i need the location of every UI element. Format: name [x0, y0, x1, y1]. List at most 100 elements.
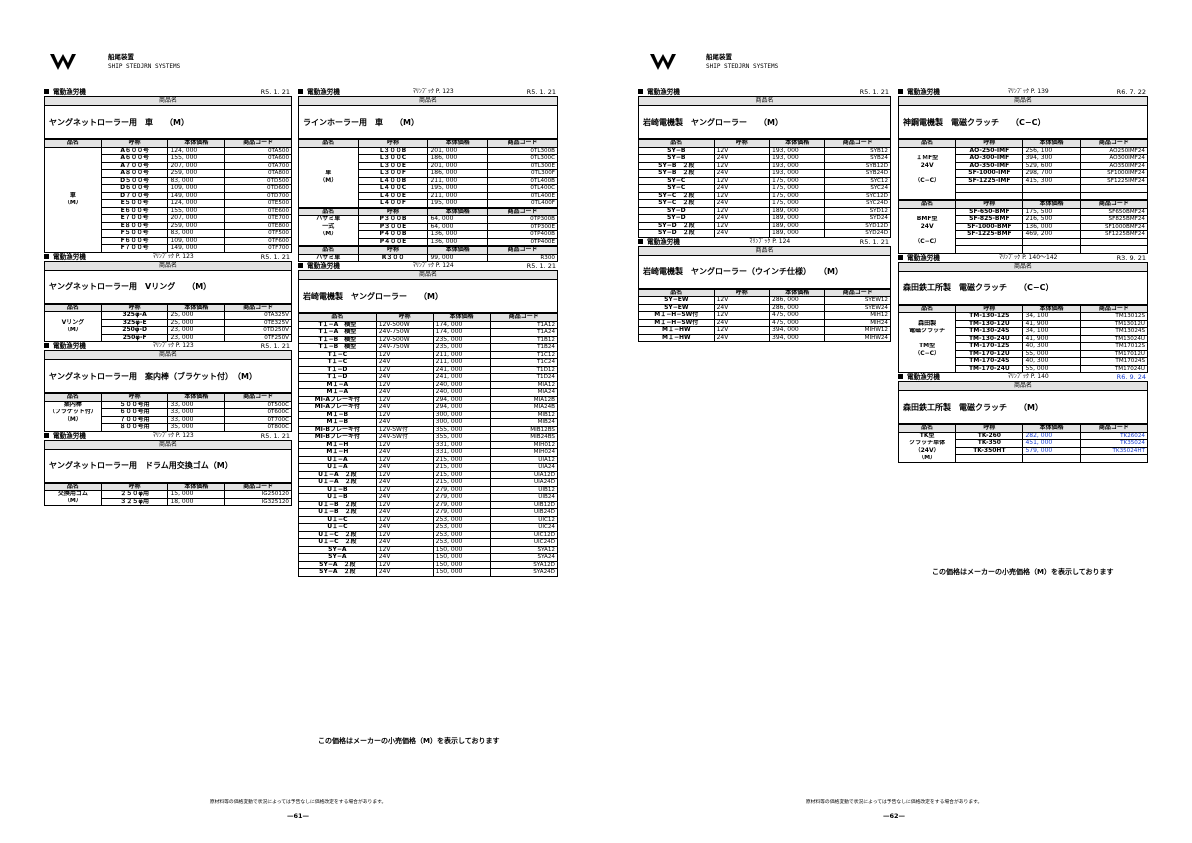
model-cell: UＩ−A ２段: [298, 470, 377, 479]
price-cell: 259, 000: [167, 169, 226, 178]
revision-date: R6. 9. 24: [1116, 373, 1146, 381]
product-code-cell: AO250IMF24: [1079, 146, 1149, 155]
square-bullet-icon: [898, 254, 903, 260]
product-code-cell: SYB24: [824, 154, 891, 163]
product-code-cell: SYB12: [824, 146, 891, 155]
column-header-code: 商品コード: [1079, 304, 1149, 313]
category-cell: （24V）: [897, 447, 957, 455]
price-cell: 216, 500: [1022, 215, 1081, 224]
model-cell: L４００E: [357, 191, 429, 200]
product-code-cell: UIC12D: [489, 530, 559, 539]
model-cell: SY−D ２段: [638, 229, 715, 238]
price-cell: 529, 600: [1022, 161, 1081, 170]
category-cell: 一式: [298, 223, 359, 231]
product-code-cell: [1079, 184, 1149, 193]
product-code-cell: UIB12D: [489, 500, 559, 509]
revision-date: R5. 1. 21: [260, 88, 290, 96]
model-cell: L４００F: [357, 199, 429, 208]
product-code-cell: [1079, 237, 1149, 246]
price-cell: 235, 000: [432, 335, 491, 344]
price-cell: 149, 000: [167, 191, 226, 200]
model-cell: ８００号用: [100, 423, 169, 432]
brand-jp: 船尾装置: [108, 53, 134, 61]
model-cell: MＩ−HW: [638, 326, 715, 335]
model-cell: ５００号用: [100, 400, 169, 409]
price-cell: [1022, 454, 1081, 463]
page-footer: 原材料等の価格変動で状況によっては予告なしに価格改定をする場合があります。: [805, 800, 983, 805]
model-cell: TM-130-24U: [955, 334, 1024, 343]
product-code-cell: IG325120: [224, 497, 292, 506]
voltage-cell: 12V: [375, 350, 434, 359]
price-cell: 40, 300: [1022, 357, 1081, 366]
price-cell: 186, 000: [427, 169, 489, 178]
category-cell: [298, 162, 359, 170]
price-cell: 149, 000: [167, 244, 226, 253]
model-cell: P３００E: [357, 222, 429, 231]
voltage-cell: 12V-500W: [375, 320, 434, 329]
table-header-row: 品名呼称本体価格商品コード: [44, 139, 292, 148]
voltage-cell: 24V: [375, 418, 434, 427]
product-code-cell: SYEW24: [824, 303, 891, 312]
product-code-cell: IG250120: [224, 490, 292, 499]
price-cell: 25, 000: [167, 311, 226, 320]
category-cell: [897, 312, 957, 320]
price-cell: 64, 000: [427, 222, 489, 231]
model-cell: SY−B: [638, 154, 715, 163]
product-code-cell: 0TP400E: [487, 237, 558, 246]
model-cell: ３２５φ用: [100, 497, 169, 506]
product-code-cell: SF1000IMF24: [1079, 169, 1149, 178]
model-cell: UＩ−B: [298, 485, 377, 494]
model-cell: SY−C: [638, 176, 715, 185]
category-cell: [897, 207, 957, 216]
model-cell: SY−A: [298, 545, 377, 554]
price-cell: 294, 000: [432, 403, 491, 412]
revision-date: R6. 7. 22: [1116, 88, 1146, 96]
product-name: ヤングネットローラー用 ドラム用交換ゴム（M）: [44, 449, 292, 483]
product-code-cell: 0TP300B: [487, 215, 558, 224]
price-cell: 282, 000: [1022, 431, 1081, 440]
voltage-cell: 24V: [375, 478, 434, 487]
product-code-cell: T1C12: [489, 350, 559, 359]
model-cell: SF-1000-IMF: [955, 169, 1024, 178]
voltage-cell: 24V: [375, 388, 434, 397]
price-cell: 394, 300: [1022, 154, 1081, 163]
product-code-cell: TM17024U: [1079, 364, 1149, 373]
product-code-cell: UIC12: [489, 515, 559, 524]
product-code-cell: SYA24: [489, 553, 559, 562]
product-code-cell: TM13024U: [1079, 334, 1149, 343]
model-cell: SY−D: [638, 206, 715, 215]
voltage-cell: 24V: [375, 373, 434, 382]
price-cell: 23, 000: [167, 333, 226, 342]
product-code-cell: MIA24B: [489, 403, 559, 412]
product-code-cell: 0TL300C: [487, 154, 558, 163]
product-code-cell: TK26024: [1079, 431, 1149, 440]
product-code-cell: MIB12BS: [489, 425, 559, 434]
voltage-cell: 24V: [375, 493, 434, 502]
product-code-cell: R300: [487, 253, 558, 262]
category-cell: [44, 169, 102, 177]
price-cell: 174, 000: [432, 320, 491, 329]
price-cell: 579, 000: [1022, 446, 1081, 455]
product-code-cell: 0TD250V: [224, 326, 292, 335]
price-cell: 189, 000: [769, 229, 826, 238]
category-cell: [44, 237, 102, 245]
price-cell: [1022, 237, 1081, 246]
revision-date: R5. 1. 21: [260, 431, 290, 440]
price-cell: 150, 000: [432, 568, 491, 577]
section-title-text: 電動漁労機: [307, 262, 340, 270]
price-cell: 294, 000: [432, 395, 491, 404]
